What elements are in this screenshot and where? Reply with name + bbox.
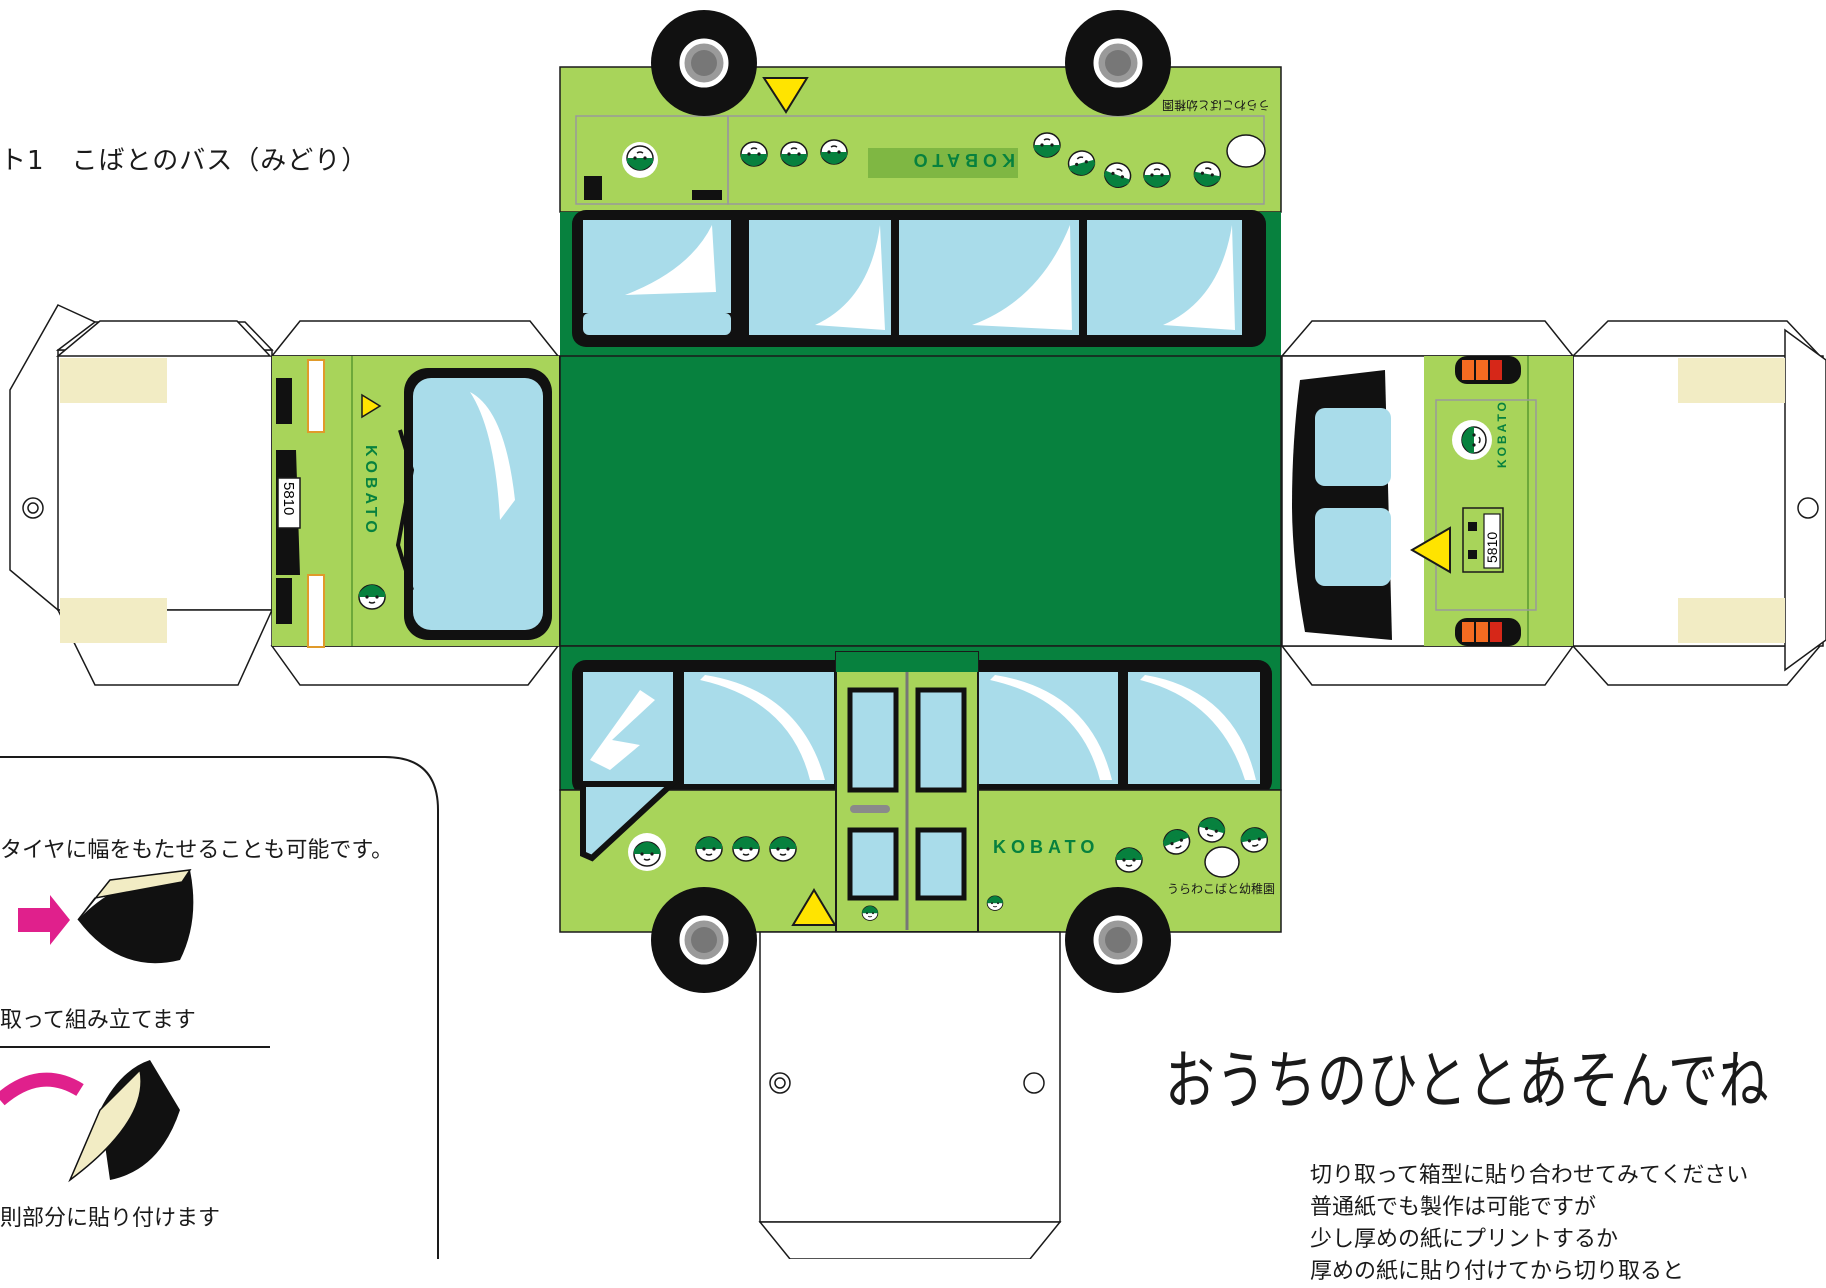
warning-triangle-icon [361,393,382,419]
bus-roof [559,355,1282,647]
rear-window [1315,508,1391,586]
tire-illustration [68,1060,180,1183]
kobato-bird-icon [358,584,386,610]
kobato-logo: KOBATO [993,837,1099,857]
front-flap-left [9,304,274,686]
kobato-bird-icon [732,836,760,862]
pin-hole-icon [1797,497,1819,519]
direction-line: 切り取って箱型に貼り合わせてみてください [1310,1163,1749,1188]
kobato-bird-icon [1461,426,1487,454]
instruction-attach: 則部分に貼り付けます [0,1206,221,1231]
play-message: おうちのひととあそんでね [1165,1045,1770,1119]
warning-triangle-icon [791,888,837,926]
direction-line: 少し厚めの紙にプリントするか [1310,1227,1619,1252]
pin-hole-icon [769,1072,791,1094]
tire-illustration [77,869,194,964]
bus-front-face: 5810 KOBATO [271,355,560,648]
kobato-bird-icon [740,141,768,167]
license-plate: 5810 [277,477,301,529]
license-plate: 5810 [1462,507,1504,573]
kobato-bird-icon [626,145,654,171]
wheel [1065,10,1171,116]
bus-side-bottom: KOBATO うらわこばと幼稚園 [559,645,1282,933]
kobato-logo: KOBATO [1495,399,1509,468]
bottom-flap [758,931,1062,1259]
bus-rear-face: KOBATO 5810 [1281,355,1574,647]
warning-triangle-icon [1410,526,1451,574]
kobato-bird-icon [1033,132,1061,158]
kobato-bird-icon [986,895,1004,911]
kobato-bird-icon [769,836,797,862]
kobato-bird-icon [820,139,848,165]
pin-hole-icon [1023,1072,1045,1094]
glue-tab [1678,598,1785,643]
wheel [651,10,757,116]
pink-arrow-icon [18,895,70,945]
glue-tab [60,358,167,403]
bus-door [835,651,979,933]
speech-bubble-icon [1226,134,1266,168]
tail-light [1455,618,1521,646]
bus-side-top: KOBATO うらわこばと幼稚園 [559,66,1282,356]
curved-arrow-icon [0,1072,84,1106]
assembly-directions: 切り取って箱型に貼り合わせてみてください 普通紙でも製作は可能ですが 少し厚めの… [1310,1160,1748,1288]
kobato-logo: KOBATO [362,445,379,537]
instruction-cut-assemble: 取って組み立てます [0,1008,196,1033]
papercraft-bus-template: 5810 KOBATO KOBATO うらわこばと幼稚園 [0,0,1826,1259]
warning-triangle-icon [762,77,809,114]
instruction-tire-width: タイヤに幅をもたせることも可能です。 [0,838,394,863]
kobato-bird-icon [861,905,879,921]
speech-bubble-icon [1204,846,1240,878]
tail-light [1455,356,1521,384]
wheel [1065,887,1171,993]
kindergarten-name: うらわこばと幼稚園 [1167,882,1275,896]
kobato-bird-icon [1143,162,1171,188]
headlight [276,378,292,424]
signal-light [307,359,325,433]
kobato-bird-icon [1115,847,1143,873]
signal-light [307,574,325,648]
pin-hole-icon [22,497,44,519]
license-plate-number: 5810 [1484,532,1500,563]
kindergarten-name: うらわこばと幼稚園 [1162,98,1270,112]
headlight [276,578,292,624]
kobato-bird-icon [633,841,661,867]
kobato-bird-icon [695,836,723,862]
instruction-panel [0,756,439,1259]
rear-window [1315,408,1391,486]
glue-tab [1678,358,1785,403]
page-title: ト1 こばとのバス（みどり） [0,146,369,176]
wiper [395,429,415,591]
kobato-bird-icon [780,141,808,167]
direction-line: 厚めの紙に貼り付けてから切り取ると [1310,1259,1685,1284]
kobato-logo: KOBATO [909,150,1015,170]
wheel [651,887,757,993]
glue-tab [60,598,167,643]
direction-line: 普通紙でも製作は可能ですが [1310,1195,1597,1220]
license-plate-number: 5810 [280,482,297,515]
